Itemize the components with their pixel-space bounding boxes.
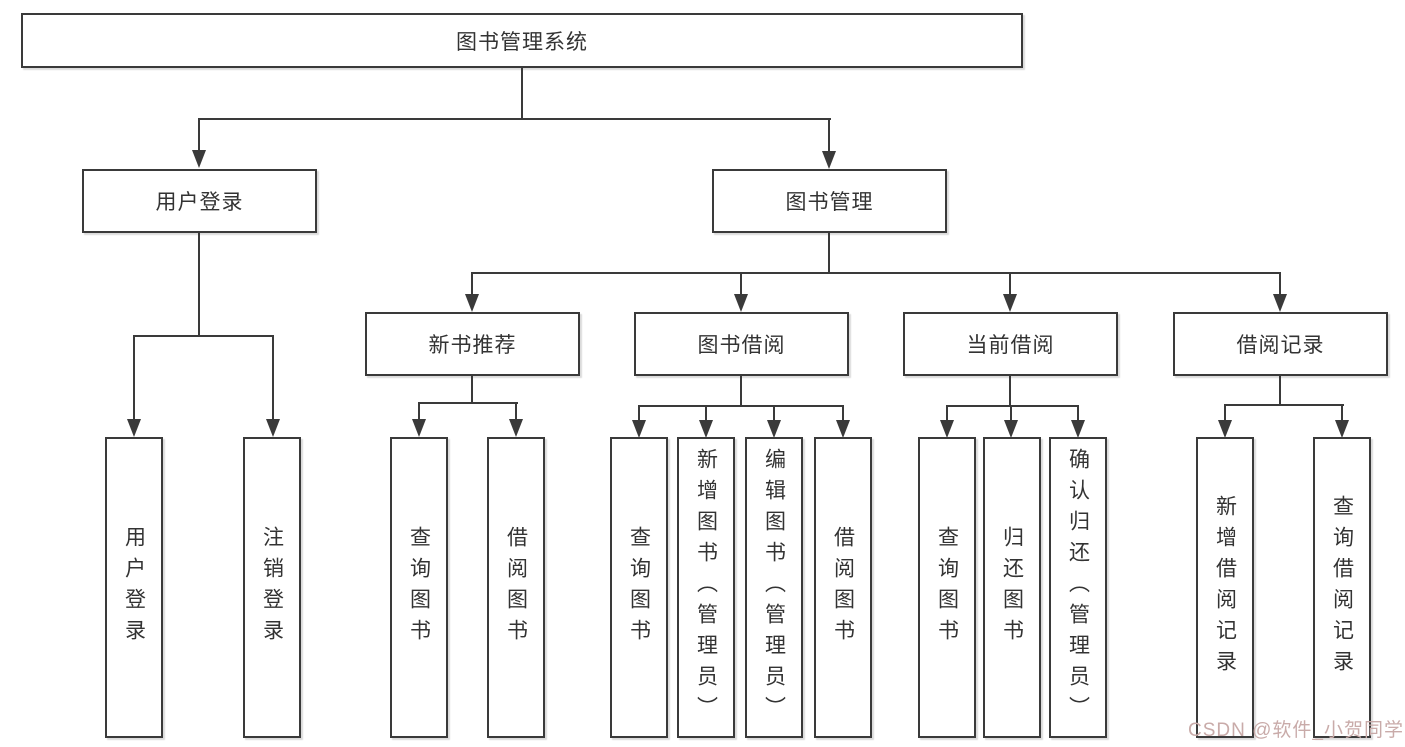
arrow-down-icon [1218, 420, 1232, 438]
connector-hline [418, 402, 518, 404]
leaf-recommend-query: 查询图书 [390, 437, 448, 738]
node-borrow-records: 借阅记录 [1173, 312, 1388, 376]
connector-vline [471, 272, 473, 298]
connector-vline [272, 335, 274, 423]
leaf-logout-label: 注销登录 [260, 525, 284, 650]
connector-vline [1341, 404, 1343, 424]
arrow-down-icon [1335, 420, 1349, 438]
node-current-borrow: 当前借阅 [903, 312, 1118, 376]
connector-vline [1010, 405, 1012, 425]
connector-hline [946, 405, 1079, 407]
arrow-down-icon [767, 420, 781, 438]
leaf-records-add: 新增借阅记录 [1196, 437, 1254, 738]
leaf-login-label: 用户登录 [122, 525, 146, 650]
connector-vline [521, 67, 523, 120]
connector-vline [740, 272, 742, 298]
connector-vline [198, 118, 200, 154]
leaf-recommend-query-label: 查询图书 [407, 525, 431, 650]
connector-vline [1224, 404, 1226, 424]
arrow-down-icon [1273, 294, 1287, 312]
leaf-current-confirm-admin: 确认归还（管理员） [1049, 437, 1107, 738]
node-user-login: 用户登录 [82, 169, 317, 233]
arrow-down-icon [1071, 420, 1085, 438]
connector-hline [471, 272, 1281, 274]
leaf-borrow-query-label: 查询图书 [627, 525, 651, 650]
arrow-down-icon [509, 419, 523, 437]
connector-vline [198, 233, 200, 337]
arrow-down-icon [412, 419, 426, 437]
leaf-current-return: 归还图书 [983, 437, 1041, 738]
connector-vline [1009, 376, 1011, 407]
leaf-borrow-add-admin: 新增图书（管理员） [677, 437, 735, 738]
watermark-text: CSDN @软件_小贺同学 [1188, 720, 1404, 741]
leaf-current-return-label: 归还图书 [1000, 525, 1024, 650]
leaf-borrow-edit-admin-label: 编辑图书（管理员） [762, 448, 786, 727]
leaf-login: 用户登录 [105, 437, 163, 738]
leaf-logout: 注销登录 [243, 437, 301, 738]
node-new-book-recommend: 新书推荐 [365, 312, 580, 376]
arrow-down-icon [1003, 294, 1017, 312]
connector-vline [638, 405, 640, 425]
leaf-records-add-label: 新增借阅记录 [1213, 494, 1237, 681]
connector-vline [1279, 272, 1281, 298]
arrow-down-icon [734, 294, 748, 312]
leaf-current-query: 查询图书 [918, 437, 976, 738]
connector-vline [515, 402, 517, 424]
arrow-down-icon [699, 420, 713, 438]
leaf-borrow-query: 查询图书 [610, 437, 668, 738]
connector-vline [773, 405, 775, 425]
node-book-management: 图书管理 [712, 169, 947, 233]
leaf-records-query-label: 查询借阅记录 [1330, 494, 1354, 681]
connector-vline [740, 376, 742, 407]
connector-vline [842, 405, 844, 425]
arrow-down-icon [465, 294, 479, 312]
leaf-current-query-label: 查询图书 [935, 525, 959, 650]
leaf-borrow-borrow-label: 借阅图书 [831, 525, 855, 650]
connector-vline [1279, 376, 1281, 406]
connector-vline [1077, 405, 1079, 425]
connector-vline [133, 335, 135, 423]
connector-vline [828, 233, 830, 274]
node-book-borrow: 图书借阅 [634, 312, 849, 376]
connector-vline [705, 405, 707, 425]
arrow-down-icon [940, 420, 954, 438]
connector-hline [133, 335, 274, 337]
connector-vline [946, 405, 948, 425]
connector-hline [1224, 404, 1344, 406]
leaf-recommend-borrow: 借阅图书 [487, 437, 545, 738]
connector-hline [638, 405, 844, 407]
connector-hline [198, 118, 831, 120]
connector-vline [471, 376, 473, 404]
arrow-down-icon [1004, 420, 1018, 438]
leaf-borrow-borrow: 借阅图书 [814, 437, 872, 738]
connector-vline [1009, 272, 1011, 298]
arrow-down-icon [632, 420, 646, 438]
leaf-records-query: 查询借阅记录 [1313, 437, 1371, 738]
leaf-current-confirm-admin-label: 确认归还（管理员） [1066, 448, 1090, 727]
arrow-down-icon [127, 419, 141, 437]
arrow-down-icon [836, 420, 850, 438]
leaf-borrow-add-admin-label: 新增图书（管理员） [694, 448, 718, 727]
arrow-down-icon [822, 151, 836, 169]
connector-vline [828, 118, 830, 154]
leaf-borrow-edit-admin: 编辑图书（管理员） [745, 437, 803, 738]
arrow-down-icon [192, 150, 206, 168]
connector-vline [418, 402, 420, 424]
leaf-recommend-borrow-label: 借阅图书 [504, 525, 528, 650]
node-root: 图书管理系统 [21, 13, 1023, 68]
arrow-down-icon [266, 419, 280, 437]
